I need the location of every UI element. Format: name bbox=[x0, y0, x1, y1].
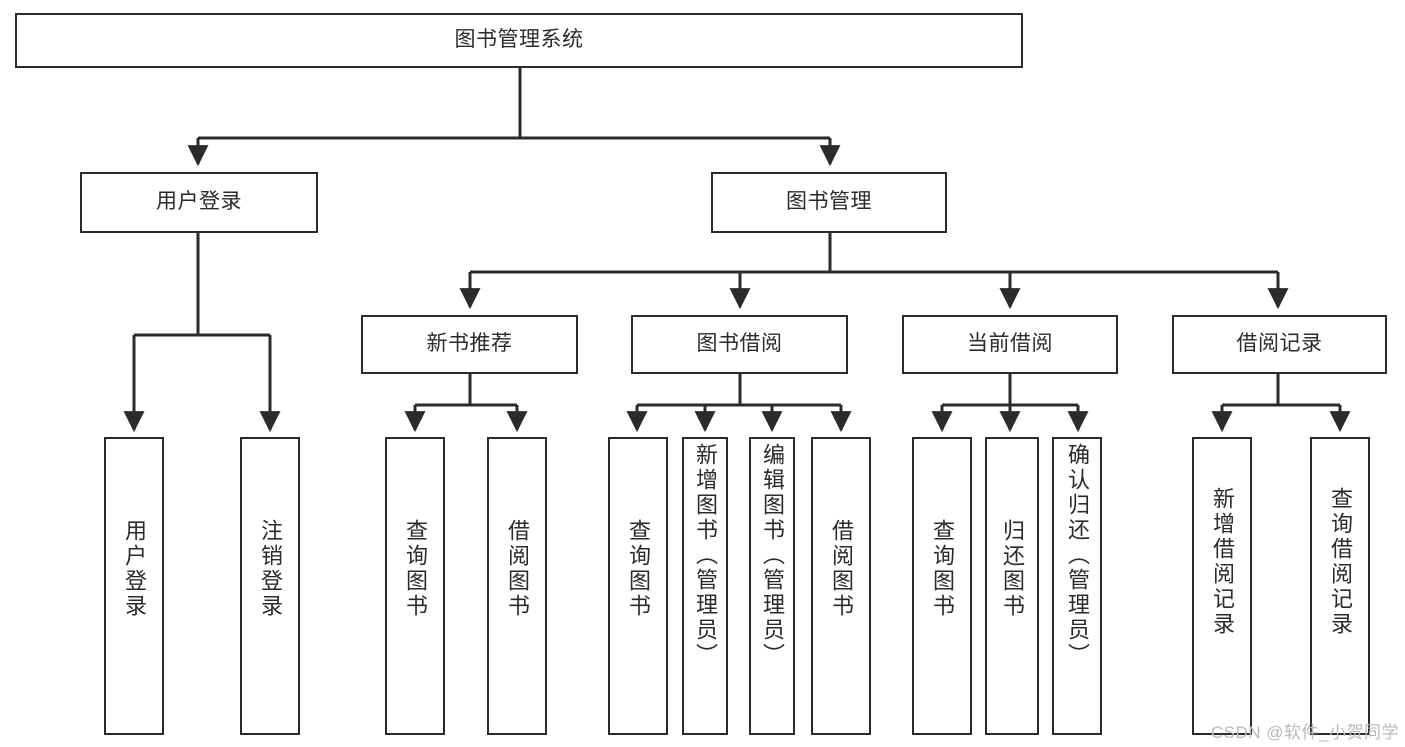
leaf-borrow-book[interactable]: 借阅图书 bbox=[811, 437, 871, 735]
node-current-borrow[interactable]: 当前借阅 bbox=[902, 315, 1118, 374]
leaf-query-book-recommend-label: 查询图书 bbox=[403, 519, 428, 619]
leaf-query-book-current[interactable]: 查询图书 bbox=[912, 437, 972, 735]
node-new-book-recommend-label: 新书推荐 bbox=[426, 332, 513, 356]
node-book-management-label: 图书管理 bbox=[786, 190, 872, 214]
leaf-query-book-recommend[interactable]: 查询图书 bbox=[385, 437, 445, 735]
node-new-book-recommend[interactable]: 新书推荐 bbox=[361, 315, 578, 374]
leaf-borrow-book-recommend[interactable]: 借阅图书 bbox=[487, 437, 547, 735]
leaf-add-borrow-record[interactable]: 新增借阅记录 bbox=[1192, 437, 1252, 735]
leaf-add-book-admin-label: 新增图书（管理员） bbox=[693, 443, 718, 668]
leaf-borrow-book-recommend-label: 借阅图书 bbox=[505, 519, 530, 619]
leaf-return-book-label: 归还图书 bbox=[1000, 519, 1025, 619]
leaf-return-book[interactable]: 归还图书 bbox=[985, 437, 1039, 735]
leaf-user-login-label: 用户登录 bbox=[122, 519, 147, 619]
leaf-edit-book-admin[interactable]: 编辑图书（管理员） bbox=[749, 437, 795, 735]
leaf-edit-book-admin-label: 编辑图书（管理员） bbox=[760, 443, 785, 668]
node-user-login-label: 用户登录 bbox=[156, 190, 242, 214]
node-user-login[interactable]: 用户登录 bbox=[80, 172, 318, 233]
node-book-borrow[interactable]: 图书借阅 bbox=[631, 315, 848, 374]
leaf-query-book-borrow[interactable]: 查询图书 bbox=[608, 437, 668, 735]
node-book-management[interactable]: 图书管理 bbox=[711, 172, 947, 233]
leaf-query-borrow-record[interactable]: 查询借阅记录 bbox=[1310, 437, 1370, 735]
node-book-borrow-label: 图书借阅 bbox=[696, 332, 783, 356]
leaf-user-logout[interactable]: 注销登录 bbox=[240, 437, 300, 735]
leaf-confirm-return-admin[interactable]: 确认归还（管理员） bbox=[1052, 437, 1102, 735]
watermark: CSDN @软件_小贺同学 bbox=[1210, 723, 1399, 742]
node-borrow-records[interactable]: 借阅记录 bbox=[1172, 315, 1387, 374]
node-root[interactable]: 图书管理系统 bbox=[15, 13, 1023, 68]
leaf-borrow-book-label: 借阅图书 bbox=[829, 519, 854, 619]
node-current-borrow-label: 当前借阅 bbox=[967, 332, 1053, 356]
leaf-query-book-borrow-label: 查询图书 bbox=[626, 519, 651, 619]
leaf-user-login[interactable]: 用户登录 bbox=[104, 437, 164, 735]
node-root-label: 图书管理系统 bbox=[454, 28, 584, 52]
leaf-user-logout-label: 注销登录 bbox=[258, 519, 283, 619]
leaf-query-book-current-label: 查询图书 bbox=[930, 519, 955, 619]
leaf-confirm-return-admin-label: 确认归还（管理员） bbox=[1065, 443, 1090, 668]
leaf-query-borrow-record-label: 查询借阅记录 bbox=[1328, 487, 1353, 637]
leaf-add-borrow-record-label: 新增借阅记录 bbox=[1210, 487, 1235, 637]
leaf-add-book-admin[interactable]: 新增图书（管理员） bbox=[682, 437, 728, 735]
node-borrow-records-label: 借阅记录 bbox=[1236, 332, 1323, 356]
